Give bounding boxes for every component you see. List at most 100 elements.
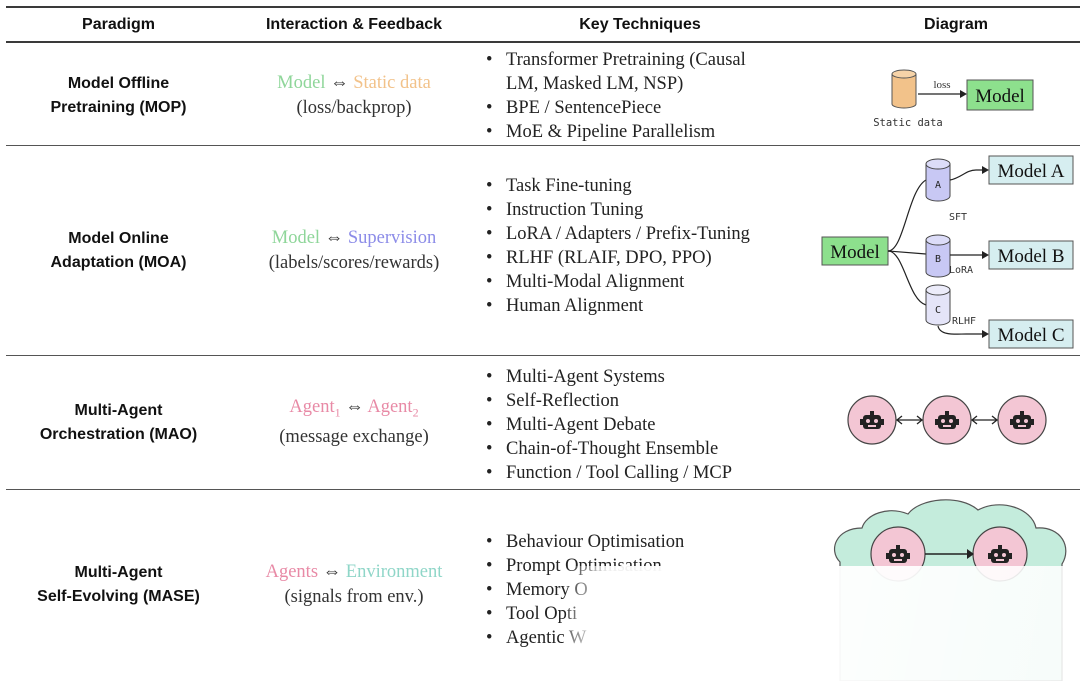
technique-item: LoRA / Adapters / Prefix-Tuning [484, 222, 750, 246]
arrowhead-icon [967, 549, 974, 559]
technique-item: Transformer Pretraining (Causal [484, 48, 746, 72]
diagram-mop: Static data loss Model [873, 69, 1034, 129]
model-box-label: Model [975, 86, 1025, 107]
technique-item: Function / Tool Calling / MCP [484, 461, 732, 485]
output-label: Model C [997, 325, 1064, 346]
technique-item: Self-Reflection [484, 389, 732, 413]
agent-node [922, 395, 972, 445]
row-divider-3 [6, 489, 1080, 490]
technique-item: MoE & Pipeline Parallelism [484, 120, 746, 144]
diagram-mao [847, 395, 1047, 445]
paradigm-line: Multi-Agent [74, 401, 163, 419]
output-model-c [988, 319, 1074, 349]
bidirectional-arrow-icon: ⇔ [322, 562, 342, 582]
feedback-text: (message exchange) [279, 427, 429, 448]
bidirectional-arrow-icon [970, 415, 999, 425]
technique-item: Multi-Modal Alignment [484, 270, 750, 294]
feedback-text: (loss/backprop) [296, 97, 412, 118]
technique-item: Tool Opti [484, 602, 684, 626]
interaction-left: Model [271, 227, 321, 248]
arrowhead-icon [960, 90, 967, 98]
agent-node [870, 526, 926, 582]
interaction-right: Environment [345, 562, 443, 582]
technique-item: Instruction Tuning [484, 198, 750, 222]
paradigm-table: Paradigm Interaction & Feedback Key Tech… [6, 6, 1080, 681]
paradigm-mase: Multi-Agent Self-Evolving (MASE) [26, 490, 211, 680]
interaction-moa: Model ⇔ Supervision (labels/scores/rewar… [224, 146, 484, 355]
techniques-list-mop: Transformer Pretraining (Causal LM, Mask… [484, 48, 746, 144]
header-paradigm: Paradigm [82, 16, 155, 33]
technique-item: Behaviour Optimisation [484, 530, 684, 554]
technique-item: LM, Masked LM, NSP) [484, 72, 746, 96]
database-icon [891, 69, 917, 109]
interaction-mao: Agent1 ⇔ Agent2 (message exchange) [224, 356, 484, 489]
feedback-text: (labels/scores/rewards) [268, 252, 440, 273]
edge-label: loss [933, 79, 950, 91]
header-interaction: Interaction & Feedback [265, 16, 443, 33]
output-model-b [988, 240, 1074, 270]
paradigm-line: Adaptation (MOA) [50, 253, 187, 271]
arrowhead-icon [982, 330, 989, 338]
environment-cloud [833, 499, 1067, 681]
interaction-right: Agent2 [367, 396, 419, 420]
interaction-left: Agents [265, 562, 319, 582]
edge-label: RLHF [952, 316, 976, 327]
adapter-label: B [935, 254, 941, 265]
technique-item: Prompt Optimisation [484, 554, 684, 578]
paradigm-mop: Model Offline Pretraining (MOP) [26, 46, 211, 145]
arrow-to-model-a [949, 169, 982, 181]
model-box-label: Model [830, 242, 880, 263]
paradigm-line: Model Online [68, 229, 169, 247]
interaction-right: Supervision [347, 227, 437, 248]
techniques-list-mase: Behaviour Optimisation Prompt Optimisati… [484, 530, 684, 650]
agent-node [847, 395, 897, 445]
row-divider-1 [6, 145, 1080, 146]
paradigm-line: Orchestration (MAO) [39, 425, 198, 443]
header-techniques: Key Techniques [579, 16, 701, 33]
technique-item: Multi-Agent Systems [484, 365, 732, 389]
top-rule [6, 6, 1080, 8]
adapter-label: A [935, 180, 941, 191]
techniques-list-moa: Task Fine-tuning Instruction Tuning LoRA… [484, 174, 750, 318]
agent-node [972, 526, 1028, 582]
technique-item: Chain-of-Thought Ensemble [484, 437, 732, 461]
technique-item: Multi-Agent Debate [484, 413, 732, 437]
adapter-c: C [925, 284, 951, 326]
interaction-right: Static data [353, 72, 431, 93]
model-box [821, 236, 889, 266]
output-model-a [988, 155, 1074, 185]
feedback-text: (signals from env.) [284, 587, 424, 607]
diagram-moa: Model A B C SFT LoRA RLHF [821, 155, 1074, 349]
diagram-mase [833, 499, 1067, 681]
technique-item: BPE / SentencePiece [484, 96, 746, 120]
interaction-mop: Model ⇔ Static data (loss/backprop) [224, 46, 484, 145]
technique-item: RLHF (RLAIF, DPO, PPO) [484, 246, 750, 270]
agent-node [997, 395, 1047, 445]
output-label: Model A [997, 161, 1064, 182]
branch-a [887, 179, 927, 252]
adapter-b: B [925, 234, 951, 278]
header-diagram: Diagram [923, 16, 989, 33]
paradigm-line: Multi-Agent [74, 564, 163, 581]
paradigm-mao: Multi-Agent Orchestration (MAO) [26, 356, 211, 489]
arrowhead-icon [982, 166, 989, 174]
paradigm-moa: Model Online Adaptation (MOA) [26, 146, 211, 355]
paradigm-line: Pretraining (MOP) [50, 98, 187, 116]
paradigm-line: Self-Evolving (MASE) [37, 588, 200, 605]
output-label: Model B [997, 246, 1064, 267]
branch-c [887, 250, 927, 306]
bidirectional-arrow-icon: ⇔ [345, 396, 364, 417]
db-label: Static data [873, 117, 943, 129]
technique-item: Agentic W [484, 626, 684, 650]
edge-label: SFT [949, 212, 967, 223]
technique-item: Task Fine-tuning [484, 174, 750, 198]
adapter-label: C [935, 305, 941, 316]
adapter-a: A [925, 158, 951, 202]
bidirectional-arrow-icon: ⇔ [324, 227, 344, 248]
paradigm-line: Model Offline [67, 74, 170, 92]
header-rule [6, 41, 1080, 43]
interaction-left: Agent1 [289, 396, 341, 420]
techniques-list-mao: Multi-Agent Systems Self-Reflection Mult… [484, 365, 732, 485]
edge-label: LoRA [949, 265, 973, 276]
model-box [966, 79, 1034, 111]
